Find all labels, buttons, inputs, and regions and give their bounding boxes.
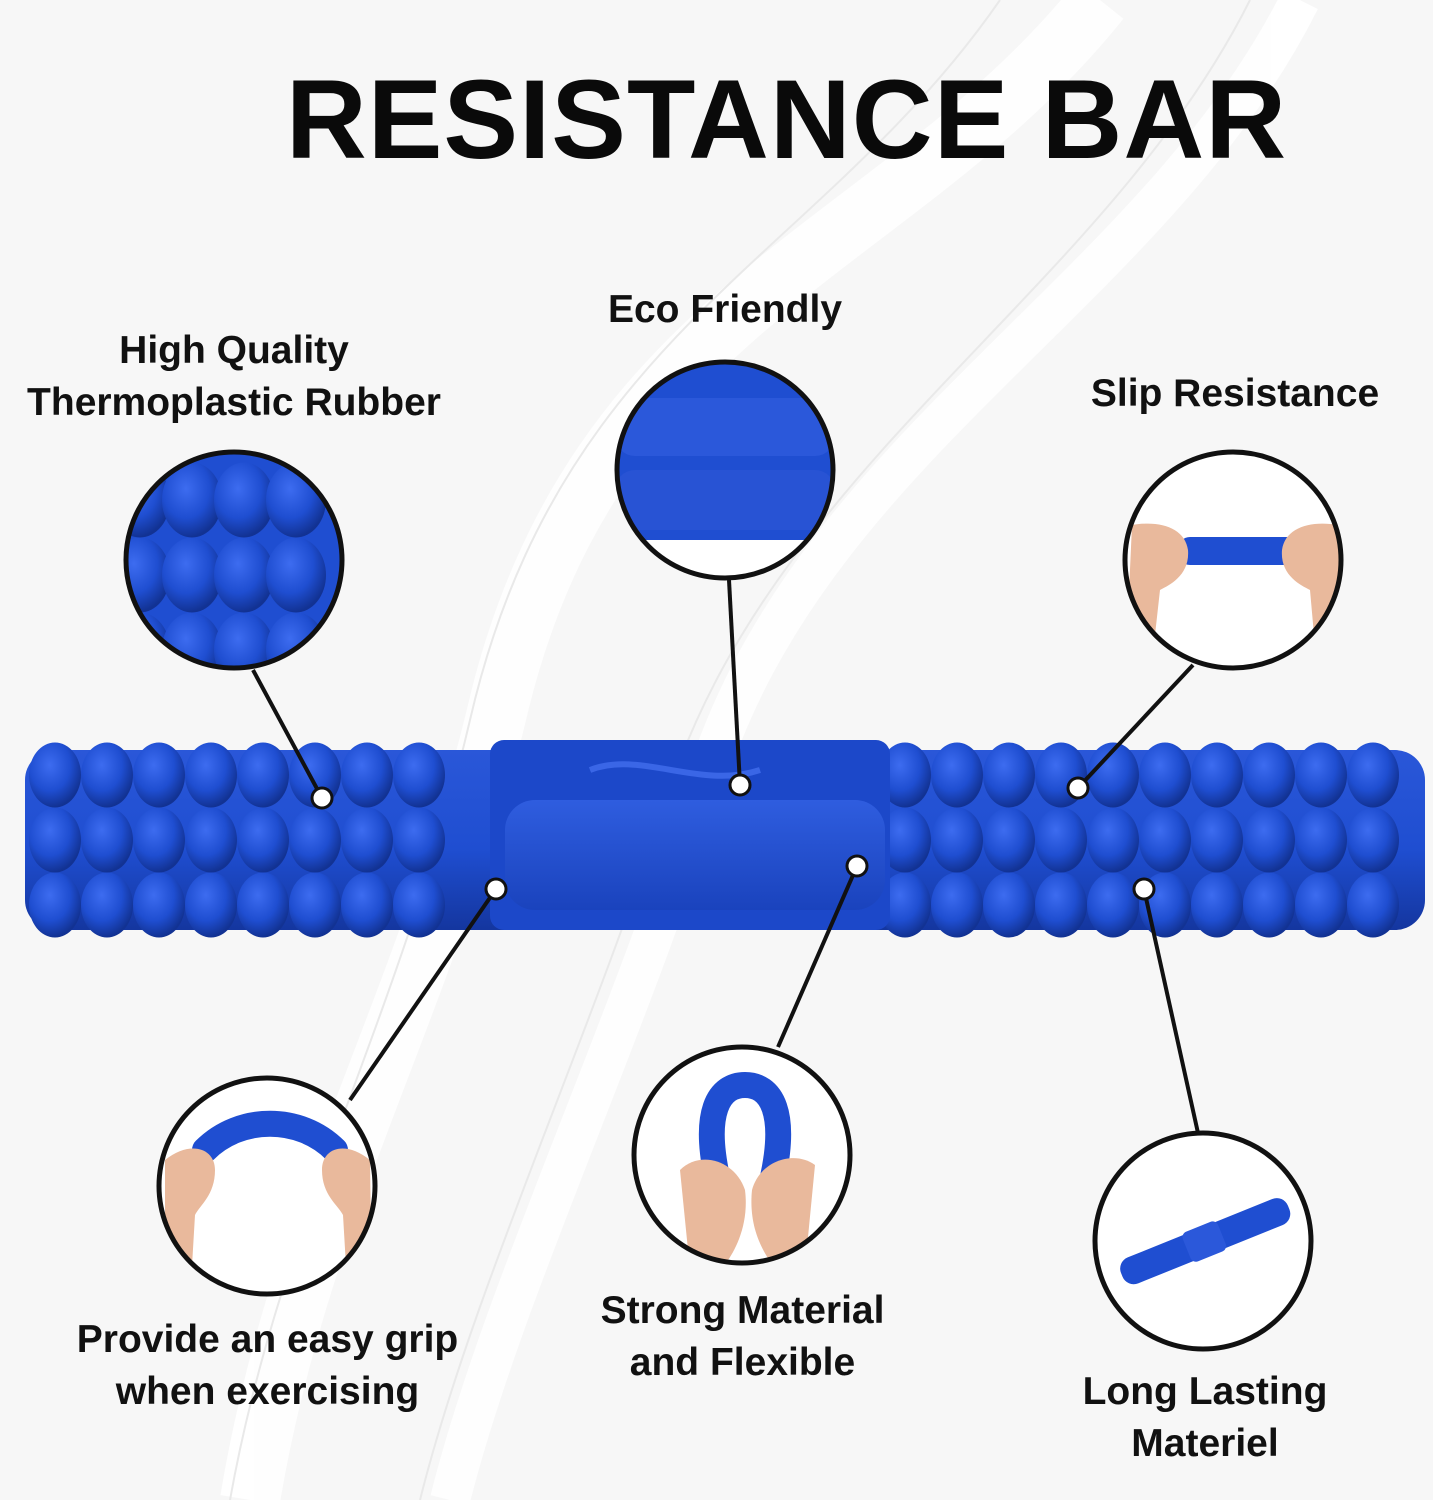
bar-nub [1087,742,1139,808]
label-eco-friendly-line1: Eco Friendly [607,288,843,331]
page-title: RESISTANCE BAR [285,57,1288,182]
label-easy-grip-line1: Provide an easy grip [76,1318,459,1361]
bar-nub [289,872,341,938]
label-high-quality: High Quality Thermoplastic Rubber [0,325,468,429]
label-long-lasting-line1: Long Lasting [1082,1370,1328,1413]
closeup-circle-slip [1122,449,1344,671]
bar-nub [237,807,289,873]
bar-nub [1295,872,1347,938]
bar-nub [1139,742,1191,808]
bar-nub [126,537,170,613]
bar-nub [126,612,170,668]
bar-nub [29,807,81,873]
bar-nub [983,872,1035,938]
label-slip-resistance: Slip Resistance [1060,368,1410,420]
label-strong-flexible-line2: and Flexible [629,1341,856,1384]
label-easy-grip: Provide an easy grip when exercising [40,1314,495,1418]
label-strong-flexible: Strong Material and Flexible [560,1285,925,1389]
bar-nub [133,742,185,808]
label-long-lasting: Long Lasting Materiel [1040,1366,1370,1470]
bar-nub [931,807,983,873]
bar-nub [341,872,393,938]
bar-nub [1295,742,1347,808]
bar-nub [133,872,185,938]
bar-nub [393,872,445,938]
bar-nub [1087,872,1139,938]
closeup-circle-grip [156,1075,378,1297]
bar-nub [185,742,237,808]
bar-nub [1087,807,1139,873]
bar-nub [81,807,133,873]
bar-nub [983,807,1035,873]
bar-nub [1191,742,1243,808]
bar-nub [1295,807,1347,873]
bar-nub [1035,807,1087,873]
label-high-quality-line1: High Quality [119,329,349,372]
connector-dots [310,773,1156,901]
bar-nub [185,807,237,873]
closeup-circle-flexible [631,1044,853,1266]
bar-nub [1243,807,1295,873]
bar-nub [1347,742,1399,808]
bar-nub [214,537,274,613]
connector-lines [251,579,1200,1134]
label-eco-friendly: Eco Friendly [560,284,890,336]
bar-nub [1347,807,1399,873]
bar-nub [341,742,393,808]
bar-nub [879,807,931,873]
label-high-quality-line2: Thermoplastic Rubber [27,381,441,424]
bar-nub [1191,807,1243,873]
resistance-bar-main [25,740,1425,938]
label-slip-resistance-line1: Slip Resistance [1090,372,1380,415]
bar-nub [29,872,81,938]
bar-nub [237,742,289,808]
bar-nub [289,807,341,873]
bar-nub [1347,872,1399,938]
bar-nub [81,872,133,938]
bar-nub [214,462,274,538]
bar-nub [1035,872,1087,938]
bar-nub [1243,872,1295,938]
bar-nub [266,537,326,613]
bar-nub [983,742,1035,808]
bar-nub [1139,807,1191,873]
bar-nub [1191,872,1243,938]
bar-nub [81,742,133,808]
bar-nub [133,807,185,873]
bar-nub [126,462,170,538]
bar-nub [393,742,445,808]
bar-nub [214,612,274,668]
bar-nub [393,807,445,873]
bar-nub [879,742,931,808]
bar-nub [29,742,81,808]
bar-nub [162,462,222,538]
closeup-circle-long-lasting [1092,1130,1314,1352]
bar-nub [162,612,222,668]
label-strong-flexible-line1: Strong Material [600,1289,885,1332]
bar-nub [185,872,237,938]
label-easy-grip-line2: when exercising [115,1370,420,1413]
closeup-circle-eco [614,359,836,581]
bar-nub [1243,742,1295,808]
bar-nub [931,872,983,938]
closeup-circle-rubber [123,449,345,671]
bar-nub [879,872,931,938]
label-long-lasting-line2: Materiel [1131,1422,1279,1465]
bar-nub [162,537,222,613]
bar-nub [237,872,289,938]
bar-nub [341,807,393,873]
bar-nub [931,742,983,808]
